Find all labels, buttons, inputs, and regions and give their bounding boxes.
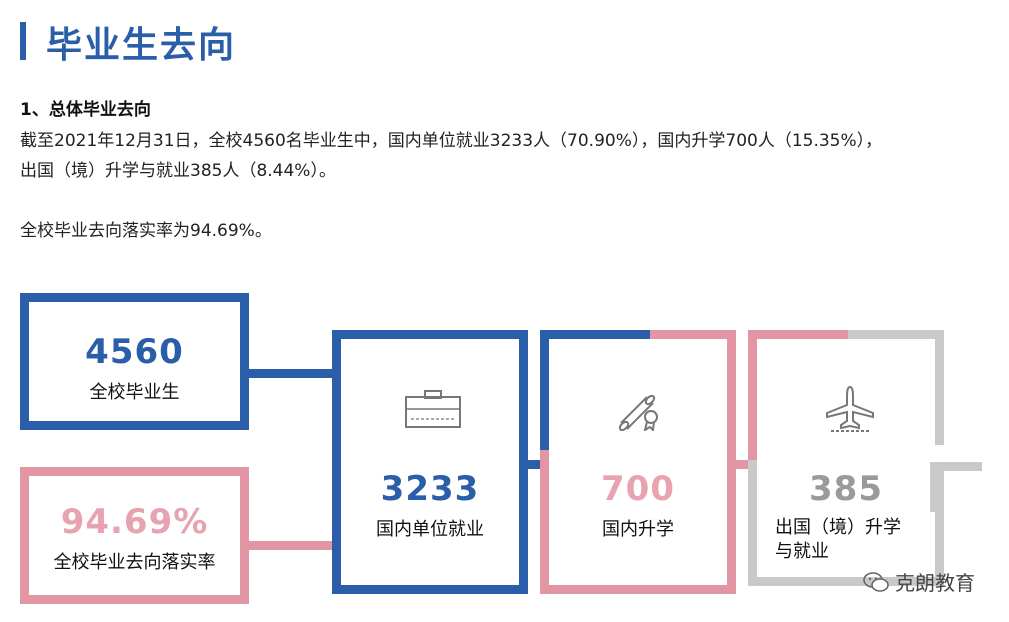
domestic-study-value: 700: [601, 469, 675, 509]
summary-line-2: 出国（境）升学与就业385人（8.44%）。: [20, 161, 336, 181]
domestic-study-top-blue: [540, 330, 650, 339]
domestic-study-label: 国内升学: [602, 519, 674, 540]
abroad-label-line2: 与就业: [775, 541, 829, 562]
briefcase-icon: [405, 390, 461, 428]
connector-pink-h: [236, 541, 346, 550]
connector-mid-h: [512, 460, 552, 469]
placement-rate-value: 94.69%: [60, 502, 209, 542]
domestic-study-left-blue: [540, 330, 549, 450]
section-heading: 1、总体毕业去向: [20, 100, 151, 120]
total-graduates-card: 4560 全校毕业生: [20, 293, 249, 430]
watermark: 克朗教育: [863, 567, 975, 596]
domestic-employment-card: 3233 国内单位就业: [332, 330, 528, 594]
diploma-icon: [618, 394, 658, 431]
abroad-left-pink: [748, 330, 757, 460]
abroad-right-gap: [935, 445, 944, 471]
title-accent-bar: [20, 22, 26, 60]
domestic-study-card: 700 国内升学: [540, 330, 736, 594]
placement-rate-card: 94.69% 全校毕业去向落实率: [20, 467, 249, 604]
total-graduates-value: 4560: [85, 332, 184, 372]
page-title: 毕业生去向: [46, 25, 237, 66]
summary-line-1: 截至2021年12月31日，全校4560名毕业生中，国内单位就业3233人（70…: [20, 131, 883, 151]
domestic-employment-value: 3233: [380, 469, 480, 509]
abroad-label-line1: 出国（境）升学: [775, 517, 901, 538]
placement-rate-label: 全校毕业去向落实率: [53, 552, 216, 573]
domestic-employment-label: 国内单位就业: [376, 519, 484, 540]
watermark-text: 克朗教育: [895, 571, 975, 595]
total-graduates-label: 全校毕业生: [89, 382, 180, 403]
connector-blue-h: [236, 369, 346, 378]
wechat-icon: [863, 571, 889, 592]
airplane-icon: [826, 385, 874, 432]
summary-line-3: 全校毕业去向落实率为94.69%。: [20, 221, 272, 241]
abroad-card: 385 出国（境）升学 与就业: [748, 330, 944, 586]
connector-gray-right-v: [930, 462, 939, 512]
connector-mid-h2: [722, 460, 762, 469]
abroad-value: 385: [809, 469, 883, 509]
abroad-top-pink: [748, 330, 848, 339]
connector-gray-right-h: [930, 462, 982, 471]
